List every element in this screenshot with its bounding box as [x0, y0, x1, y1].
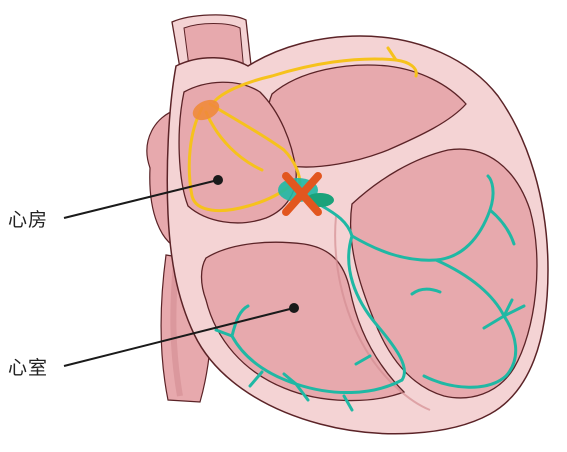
- ventricle-label: 心室: [8, 359, 48, 378]
- atrium-label: 心房: [8, 211, 48, 230]
